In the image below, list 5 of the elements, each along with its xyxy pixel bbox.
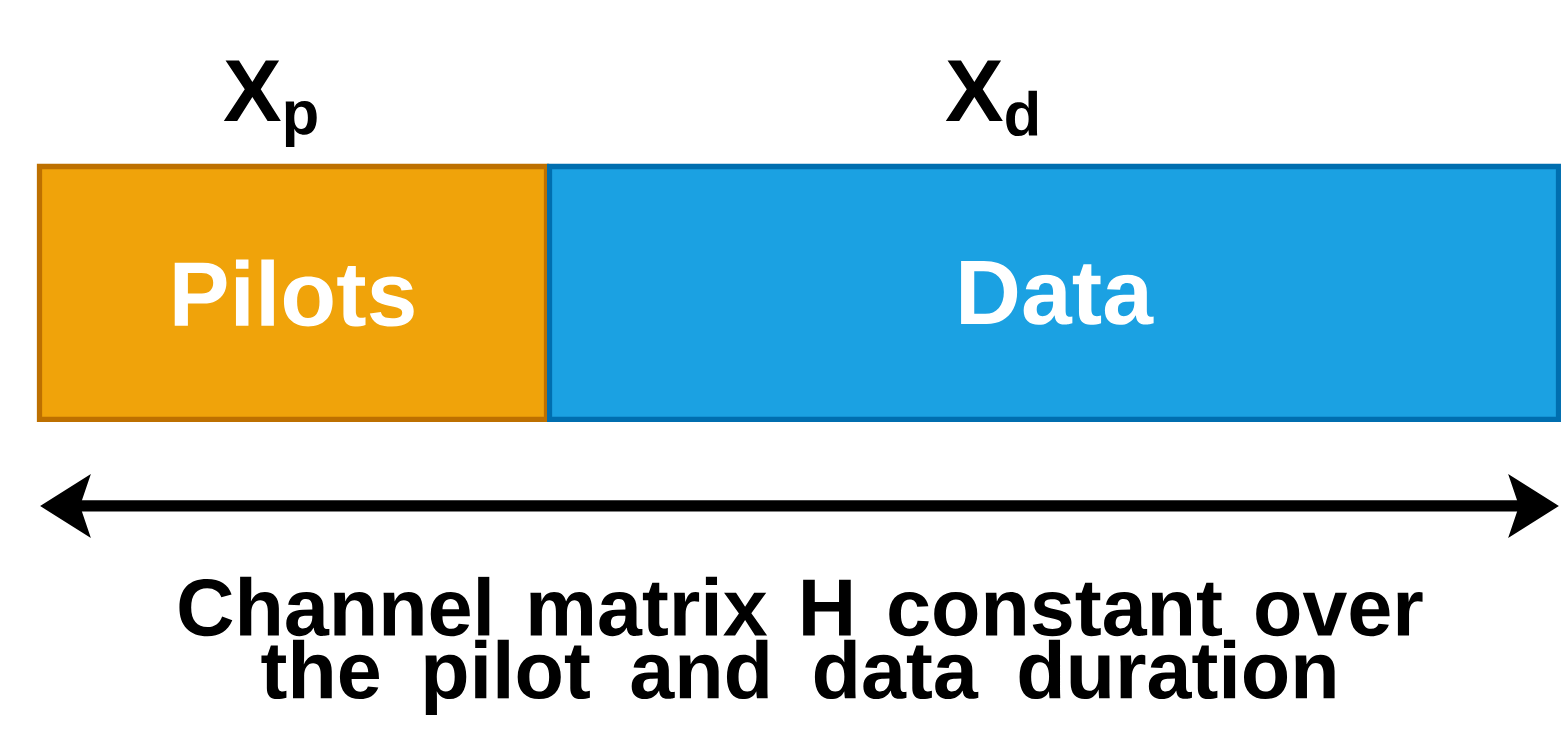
caption-text: Channel matrix H constant over the pilot and data duration — [179, 576, 1423, 716]
segment-box: Pilots — [36, 163, 550, 423]
segment-box: Data — [546, 163, 1561, 423]
symbol-label: X$_{d}$ — [945, 60, 1038, 137]
symbol-label: X$_{p}$ — [223, 60, 317, 147]
